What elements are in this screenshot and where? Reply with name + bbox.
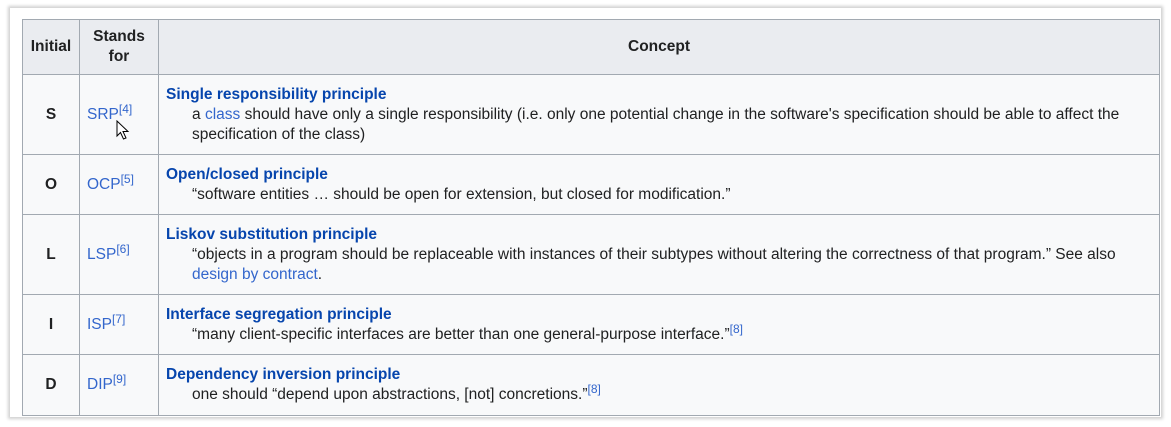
table-row: D DIP[9] Dependency inversion principle …: [22, 354, 1160, 416]
concept-cell: Dependency inversion principle one shoul…: [158, 354, 1160, 416]
table-row: L LSP[6] Liskov substitution principle “…: [22, 214, 1160, 295]
stands-for-cell: OCP[5]: [79, 154, 159, 215]
acronym-link-srp[interactable]: SRP: [87, 105, 119, 123]
mouse-pointer-icon: [116, 120, 130, 140]
table-frame: Initial Stands for Concept S SRP[4] Sing…: [10, 8, 1161, 417]
description-text: should have only a single responsibility…: [192, 105, 1120, 143]
reference-link[interactable]: [8]: [729, 321, 743, 336]
principle-link-liskov-substitution[interactable]: Liskov substitution principle: [166, 225, 377, 243]
concept-description: “many client-specific interfaces are bet…: [192, 322, 1152, 345]
class-link[interactable]: class: [204, 105, 241, 123]
initial-cell: S: [22, 74, 80, 155]
description-text: “many client-specific interfaces are bet…: [192, 325, 730, 343]
table-row: O OCP[5] Open/closed principle “software…: [22, 154, 1160, 215]
description-text: .: [317, 265, 323, 283]
reference-link[interactable]: [5]: [120, 171, 134, 186]
header-initial[interactable]: Initial: [22, 19, 80, 75]
initial-cell: I: [22, 294, 80, 355]
description-text: a: [192, 105, 205, 123]
principle-link-dependency-inversion[interactable]: Dependency inversion principle: [166, 366, 401, 383]
stands-for-cell: ISP[7]: [79, 294, 159, 355]
concept-description: “objects in a program should be replacea…: [192, 245, 1152, 285]
description-text: “objects in a program should be replacea…: [192, 245, 1116, 263]
header-concept[interactable]: Concept: [158, 19, 1160, 75]
stands-for-cell: DIP[9]: [79, 354, 159, 416]
reference-link[interactable]: [6]: [116, 241, 130, 256]
stands-for-cell: LSP[6]: [79, 214, 159, 295]
initial-cell: L: [22, 214, 80, 295]
solid-principles-table: Initial Stands for Concept S SRP[4] Sing…: [22, 19, 1160, 416]
reference-link[interactable]: [7]: [111, 311, 126, 326]
description-text: one should “depend upon abstractions, [n…: [192, 386, 588, 403]
concept-cell: Open/closed principle “software entities…: [158, 154, 1160, 215]
acronym-link-lsp[interactable]: LSP: [87, 245, 117, 263]
design-by-contract-link[interactable]: design by contract: [192, 265, 318, 283]
acronym-link-isp[interactable]: ISP: [87, 315, 112, 333]
concept-cell: Liskov substitution principle “objects i…: [158, 214, 1160, 295]
concept-description: “software entities … should be open for …: [192, 185, 1152, 205]
acronym-link-dip[interactable]: DIP: [87, 376, 113, 393]
initial-cell: D: [22, 354, 80, 416]
principle-link-single-responsibility[interactable]: Single responsibility principle: [166, 85, 387, 103]
principle-link-open-closed[interactable]: Open/closed principle: [166, 165, 328, 183]
acronym-link-ocp[interactable]: OCP: [87, 175, 121, 193]
concept-cell: Single responsibility principle a class …: [158, 74, 1160, 155]
reference-link[interactable]: [9]: [112, 371, 127, 386]
concept-description: one should “depend upon abstractions, [n…: [192, 381, 1152, 405]
principle-link-interface-segregation[interactable]: Interface segregation principle: [166, 305, 392, 323]
table-header-row: Initial Stands for Concept: [22, 19, 1160, 75]
description-text: “software entities … should be open for …: [192, 185, 731, 203]
concept-cell: Interface segregation principle “many cl…: [158, 294, 1160, 355]
stands-for-cell: SRP[4]: [79, 74, 159, 155]
table-row: I ISP[7] Interface segregation principle…: [22, 294, 1160, 355]
reference-link[interactable]: [8]: [587, 381, 601, 396]
header-stands-for[interactable]: Stands for: [79, 19, 159, 75]
reference-link[interactable]: [4]: [118, 101, 133, 116]
concept-description: a class should have only a single respon…: [192, 105, 1152, 145]
table-row: S SRP[4] Single responsibility principle…: [22, 74, 1160, 155]
initial-cell: O: [22, 154, 80, 215]
